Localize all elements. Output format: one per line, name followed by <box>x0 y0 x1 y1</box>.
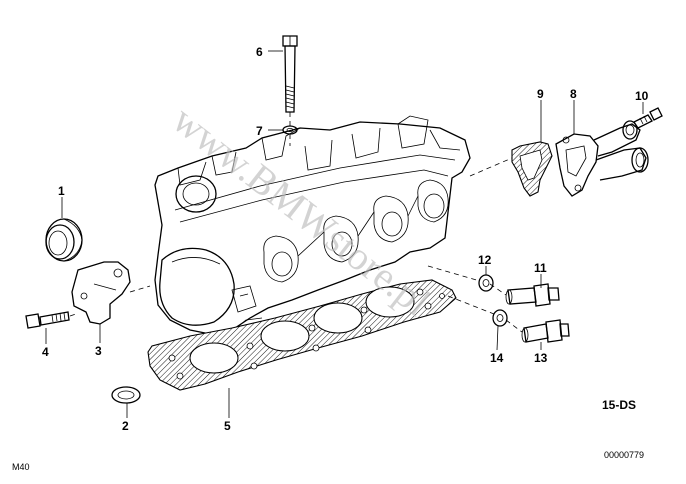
callout-7: 7 <box>256 124 263 138</box>
callout-2: 2 <box>122 419 129 433</box>
watermark: www.BMWstore.pl <box>164 97 438 325</box>
callout-6: 6 <box>256 45 263 59</box>
seal-ring-upper <box>478 274 494 292</box>
callout-11: 11 <box>534 261 547 275</box>
coolant-housing <box>555 120 649 197</box>
washer-sealing <box>111 386 141 404</box>
image-number: 00000779 <box>604 450 644 460</box>
callout-4: 4 <box>42 345 49 359</box>
assembly-lines <box>69 112 523 333</box>
leader-lines <box>45 50 644 418</box>
temperature-sensor-upper <box>505 283 560 307</box>
callout-8: 8 <box>570 87 577 101</box>
housing-screw <box>633 107 663 129</box>
head-gasket <box>147 279 457 391</box>
callout-12: 12 <box>478 253 492 267</box>
callout-13: 13 <box>534 351 548 365</box>
callout-14: 14 <box>490 351 504 365</box>
callout-9: 9 <box>537 87 544 101</box>
diagram-code: 15-DS <box>602 398 636 412</box>
temperature-sensor-lower <box>521 319 570 343</box>
seal-ring-lower <box>492 309 508 327</box>
bracket-bolt <box>25 311 70 329</box>
housing-gasket <box>511 141 553 197</box>
shaft-seal <box>45 218 83 262</box>
head-bolt <box>282 35 298 113</box>
callout-3: 3 <box>95 344 102 358</box>
engine-label: M40 <box>12 462 30 472</box>
bracket <box>71 261 131 325</box>
callout-5: 5 <box>224 419 231 433</box>
callout-1: 1 <box>58 184 65 198</box>
callout-10: 10 <box>635 89 649 103</box>
cylinder-head <box>154 115 471 335</box>
